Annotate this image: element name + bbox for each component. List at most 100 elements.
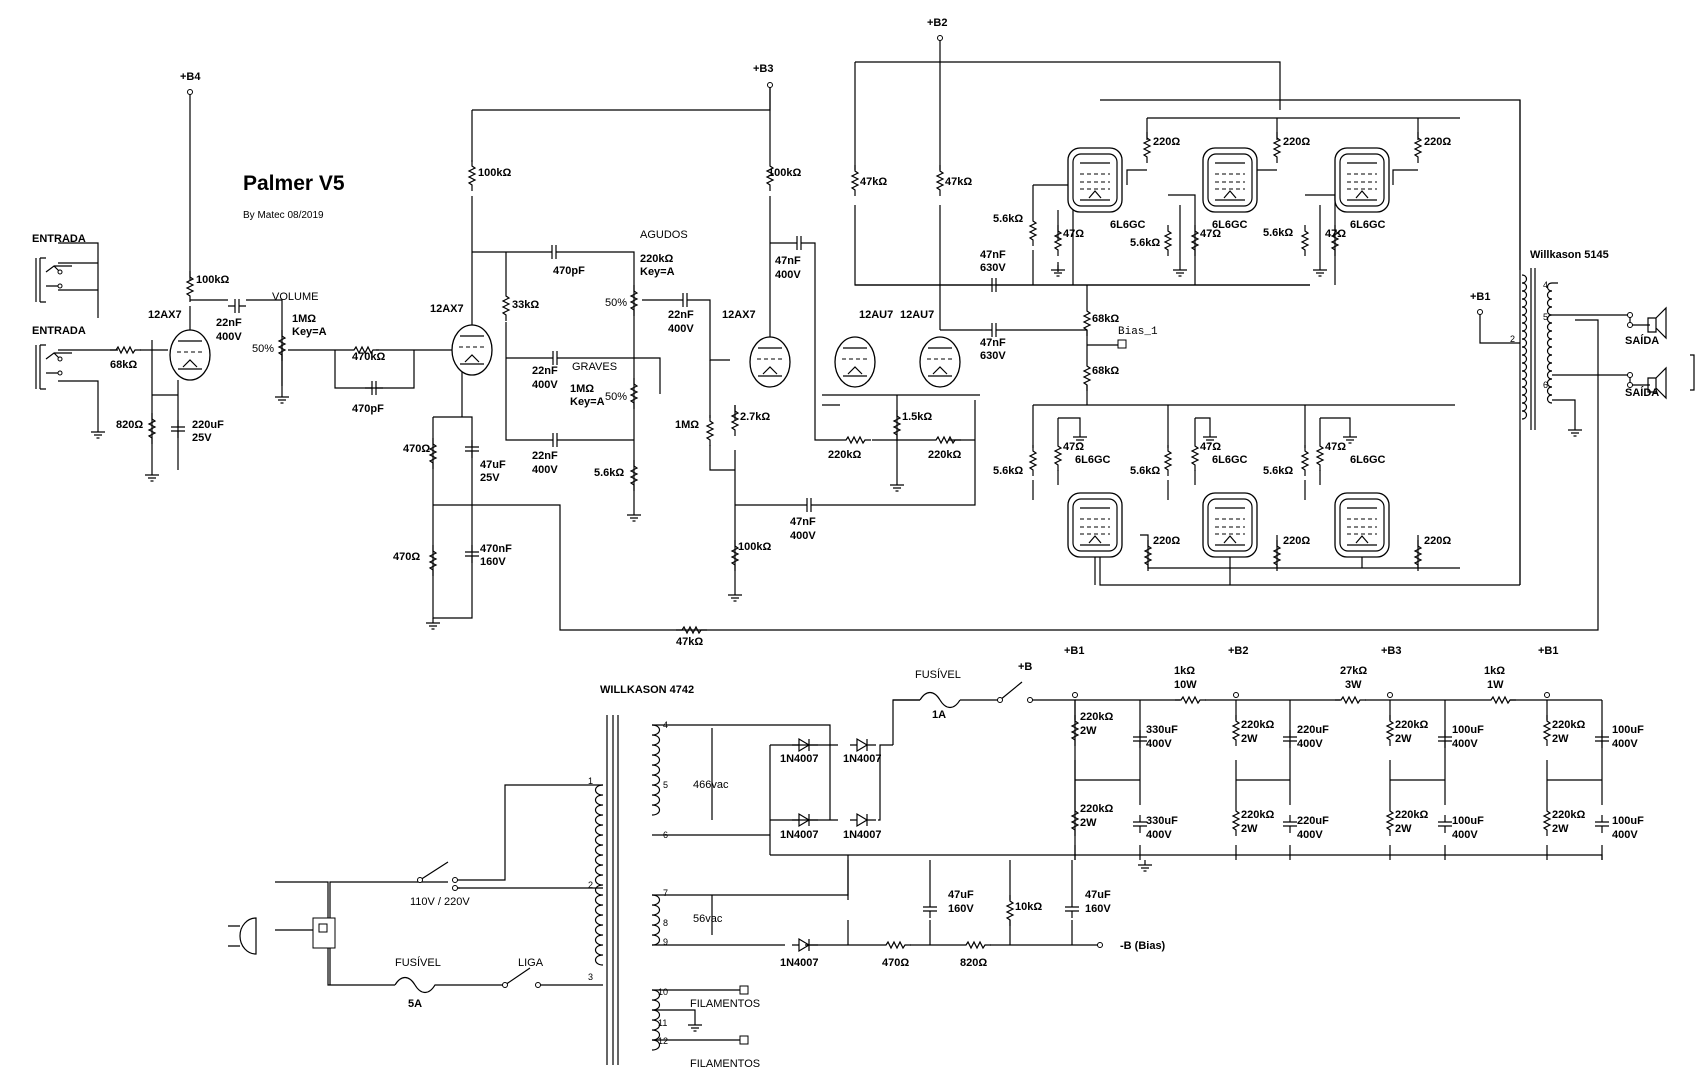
label-v3-tube: 12AX7	[722, 309, 756, 321]
power-supply-wiring	[228, 681, 1610, 1065]
label-r47-6: 47Ω	[1325, 441, 1346, 453]
label-r27k-p: 3W	[1345, 679, 1362, 691]
label-r47-2: 47Ω	[1200, 228, 1221, 240]
label-r470k: 470kΩ	[352, 351, 385, 363]
label-pt-pin1: 1	[588, 776, 593, 786]
label-fusivel-ht: FUSÍVEL	[915, 668, 961, 681]
label-pt-pin11: 11	[658, 1018, 667, 1028]
label-r100k-v1: 100kΩ	[196, 274, 229, 286]
label-r1k-1: 1kΩ	[1174, 665, 1195, 677]
label-c220u-b1-v: 400V	[1297, 738, 1323, 750]
label-fusivel-mains: FUSÍVEL	[395, 956, 441, 969]
label-c22n-2: 22nF	[668, 309, 694, 321]
label-c470n-v: 160V	[480, 556, 506, 568]
label-r47-5: 47Ω	[1200, 441, 1221, 453]
label-r5k6-3: 5.6kΩ	[1263, 227, 1293, 239]
label-c22n-1-v: 400V	[216, 331, 242, 343]
label-liga: LIGA	[518, 957, 544, 969]
label-c470p-1: 470pF	[352, 403, 384, 415]
label-r27k: 27kΩ	[1340, 665, 1367, 677]
label-d2: 1N4007	[843, 753, 882, 765]
label-pt-pin7: 7	[663, 888, 668, 898]
input-jack-2[interactable]	[35, 344, 73, 390]
label-v4b-tube: 12AU7	[900, 309, 934, 321]
tube-v7-6l6gc	[1334, 147, 1390, 213]
label-c220u-b2-v: 400V	[1297, 829, 1323, 841]
label-r47-1: 47Ω	[1063, 228, 1084, 240]
label-r220k-c1: 220kΩ	[1395, 719, 1428, 731]
label-pot1m-graves: 1MΩ	[570, 383, 594, 395]
tube-v1-12ax7	[169, 329, 211, 381]
label-r5k6-2: 5.6kΩ	[1130, 237, 1160, 249]
label-c100u-d2-v: 400V	[1612, 829, 1638, 841]
label-r220k-d2: 220kΩ	[1552, 809, 1585, 821]
label-c22n-4: 22nF	[532, 450, 558, 462]
label-v4a-tube: 12AU7	[859, 309, 893, 321]
label-d5: 1N4007	[780, 957, 819, 969]
label-c47u-3: 47uF	[1085, 889, 1111, 901]
label-filamentos-2: FILAMENTOS	[690, 1058, 760, 1070]
label-r220k-b2-p: 2W	[1241, 823, 1258, 835]
label-r220k-b2: 220kΩ	[1241, 809, 1274, 821]
label-b3-ps: +B3	[1381, 645, 1402, 657]
label-c47u-2: 47uF	[948, 889, 974, 901]
label-r47-3: 47Ω	[1325, 228, 1346, 240]
label-c100u-c2-v: 400V	[1452, 829, 1478, 841]
label-pot-vol-key: Key=A	[292, 326, 327, 338]
label-c47n-4: 47nF	[980, 337, 1006, 349]
label-output-transformer: Willkason 5145	[1530, 249, 1609, 261]
label-b1-ps2: +B1	[1538, 645, 1559, 657]
label-r1k-1-p: 10W	[1174, 679, 1197, 691]
label-c220u-b2: 220uF	[1297, 815, 1329, 827]
label-r220-6: 220Ω	[1424, 535, 1451, 547]
label-r5k6-4: 5.6kΩ	[993, 465, 1023, 477]
label-d3: 1N4007	[780, 829, 819, 841]
label-r220k-a1: 220kΩ	[1080, 711, 1113, 723]
label-vac466: 466vac	[693, 779, 729, 791]
label-r470-2: 470Ω	[393, 551, 420, 563]
schematic-labels: Palmer V5 By Matec 08/2019 +B4 +B3 +B2 +…	[32, 17, 1659, 1070]
label-c47u-3-v: 160V	[1085, 903, 1111, 915]
label-r470-bias: 470Ω	[882, 957, 909, 969]
label-entrada-2: ENTRADA	[32, 325, 86, 337]
input-jack-1[interactable]	[35, 257, 73, 303]
label-r33k: 33kΩ	[512, 299, 539, 311]
schematic-subtitle: By Matec 08/2019	[243, 210, 324, 221]
label-r220-5: 220Ω	[1283, 535, 1310, 547]
label-r220k-d1-p: 2W	[1552, 733, 1569, 745]
label-r220-3: 220Ω	[1424, 136, 1451, 148]
label-pot1m-vol: 1MΩ	[292, 313, 316, 325]
label-r820: 820Ω	[116, 419, 143, 431]
label-r68k-bias1: 68kΩ	[1092, 313, 1119, 325]
label-r1k-2-p: 1W	[1487, 679, 1504, 691]
tube-v6-6l6gc	[1202, 147, 1258, 213]
label-v1-tube: 12AX7	[148, 309, 182, 321]
label-plus-b: +B	[1018, 661, 1032, 673]
tube-v5-6l6gc	[1067, 147, 1123, 213]
label-v9-tube: 6L6GC	[1212, 454, 1248, 466]
label-c47n-4-v: 630V	[980, 350, 1006, 362]
label-c22n-3: 22nF	[532, 365, 558, 377]
label-b2: +B2	[927, 17, 948, 29]
label-c22n-1: 22nF	[216, 317, 242, 329]
label-c220u: 220uF	[192, 419, 224, 431]
speaker-output-1[interactable]	[1647, 306, 1667, 340]
label-r220k-a2: 220kΩ	[1080, 803, 1113, 815]
label-pot-graves-key: Key=A	[570, 396, 605, 408]
label-c330u-2-v: 400V	[1146, 829, 1172, 841]
label-b1-ot: +B1	[1470, 291, 1491, 303]
label-b1-ps: +B1	[1064, 645, 1085, 657]
label-pot-graves-pct: 50%	[605, 391, 627, 403]
label-pt-pin12: 12	[658, 1036, 668, 1046]
label-ot-pin2: 2	[1510, 334, 1515, 344]
tube-v9-6l6gc	[1202, 492, 1258, 558]
label-c47u-1: 47uF	[480, 459, 506, 471]
label-bias1: Bias_1	[1118, 326, 1158, 338]
label-c100u-d1: 100uF	[1612, 724, 1644, 736]
label-c100u-c1: 100uF	[1452, 724, 1484, 736]
label-ot-pin4: 4	[1543, 280, 1548, 290]
label-pt-pin2: 2	[588, 880, 593, 890]
speaker-output-2[interactable]	[1647, 366, 1667, 400]
label-pt-pin6: 6	[663, 830, 668, 840]
